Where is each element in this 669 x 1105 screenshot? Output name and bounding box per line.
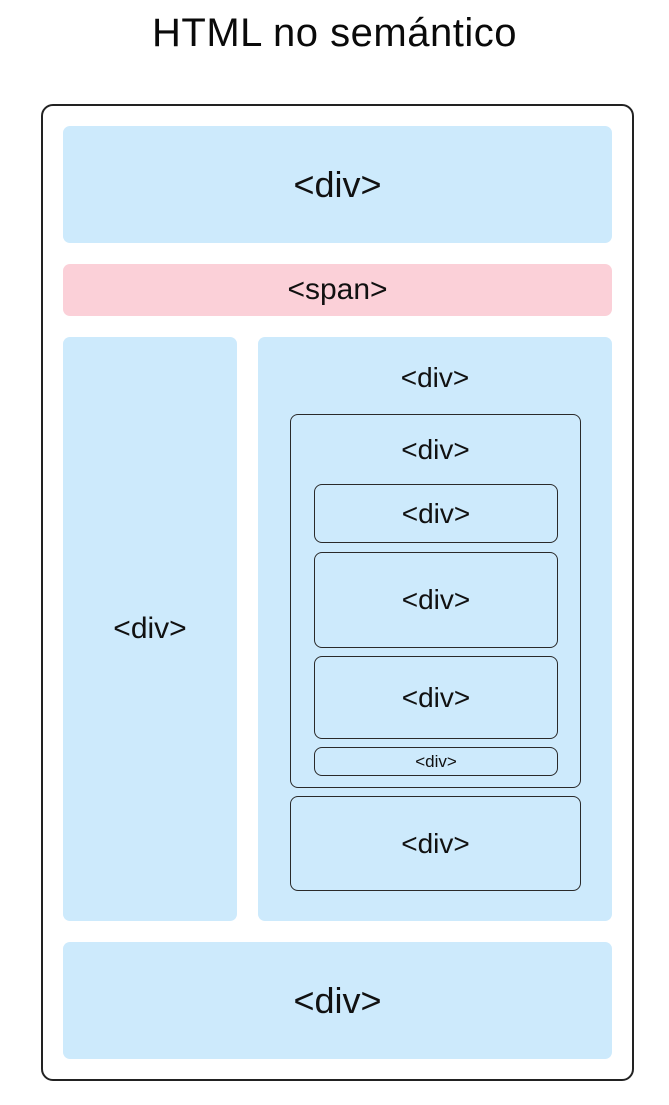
header-div-label: <div> (293, 163, 382, 205)
span-block: <span> (63, 264, 612, 316)
inner-child-div-4: <div> (314, 747, 558, 776)
sidebar-div-block: <div> (63, 337, 237, 921)
inner-div-label-box: <div> (290, 428, 581, 472)
main-div-block (258, 337, 612, 921)
footer-div-label: <div> (293, 979, 382, 1021)
inner-div-label: <div> (401, 434, 470, 465)
header-div-block: <div> (63, 126, 612, 243)
main-bottom-div-label: <div> (401, 827, 470, 859)
inner-child-div-4-label: <div> (415, 751, 457, 771)
main-bottom-div-block: <div> (290, 796, 581, 891)
footer-div-block: <div> (63, 942, 612, 1059)
inner-child-div-3: <div> (314, 656, 558, 739)
sidebar-div-label: <div> (113, 612, 187, 645)
main-div-label-box: <div> (258, 356, 612, 400)
inner-child-div-2: <div> (314, 552, 558, 648)
inner-child-div-1-label: <div> (401, 497, 471, 529)
main-div-label: <div> (400, 362, 470, 393)
diagram-title: HTML no semántico (152, 11, 517, 55)
inner-child-div-1: <div> (314, 484, 558, 543)
inner-child-div-2-label: <div> (401, 584, 471, 615)
span-label: <span> (287, 273, 388, 306)
inner-div-block (290, 414, 581, 788)
inner-child-div-3-label: <div> (401, 681, 471, 713)
